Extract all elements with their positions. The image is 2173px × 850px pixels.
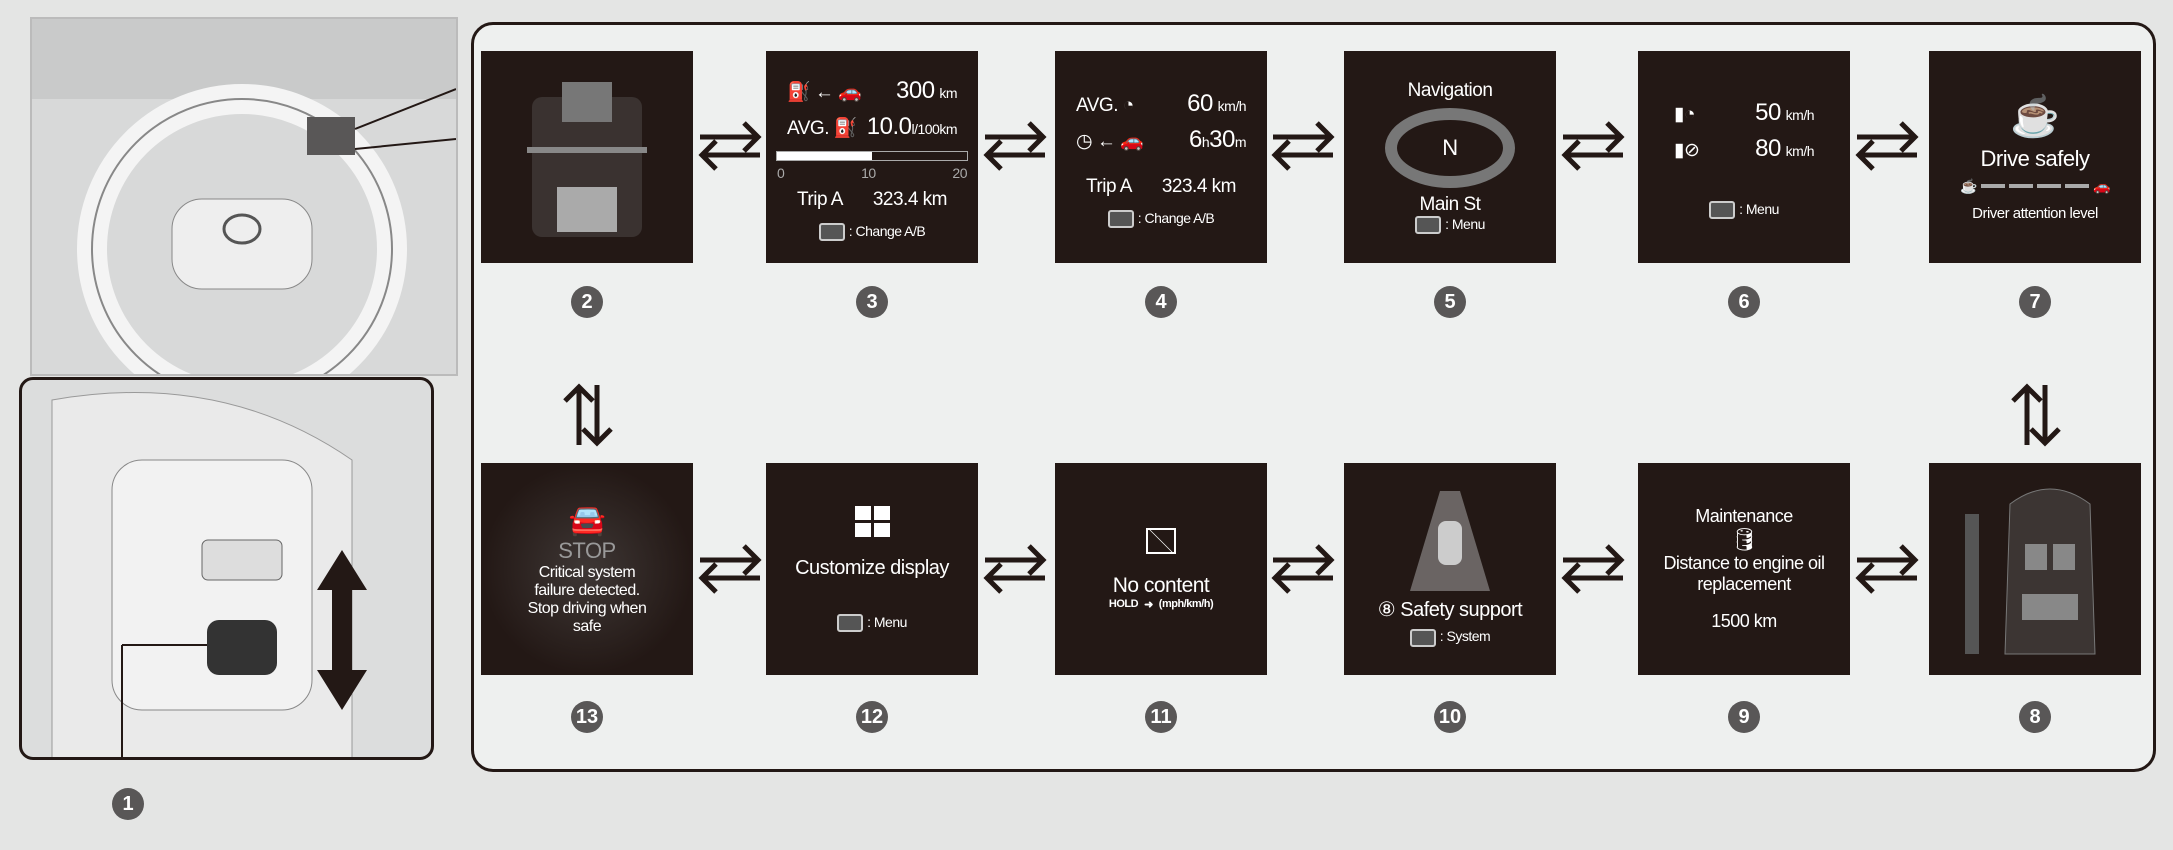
screen-8-seat-belt: [1929, 463, 2141, 675]
screen-number-11: 11: [1145, 701, 1177, 733]
car-icon: 🚘: [568, 503, 606, 537]
screen-number-6: 6: [1728, 286, 1760, 318]
speedometer-icon: ◔: [1122, 94, 1134, 116]
arrow-2-13: [565, 385, 611, 445]
screen-10-safety-support: ⑧ Safety support : System: [1344, 463, 1556, 675]
screen-13-stop: 🚘 STOP Critical system failure detected.…: [481, 463, 693, 675]
layout-grid-icon: [854, 505, 890, 537]
display-cycle-panel: [471, 22, 2156, 772]
switch-icon: [837, 614, 864, 633]
screen-7-drive-safely: ☕ Drive safely ☕🚗 Driver attention level: [1929, 51, 2141, 263]
arrow-13-12: [700, 546, 760, 592]
speed-limit-2-icon: ▮⊘: [1674, 139, 1700, 161]
switch-icon: [1107, 210, 1134, 229]
arrow-3-4: [985, 123, 1045, 169]
screen-5-navigation: Navigation N Main St : Menu: [1344, 51, 1556, 263]
steering-switch-closeup: [19, 377, 434, 760]
screen-number-10: 10: [1434, 701, 1466, 733]
screen-number-3: 3: [856, 286, 888, 318]
fuel-economy-bar: [776, 150, 968, 161]
coffee-cup-icon: ☕: [2010, 94, 2060, 139]
arrow-11-10: [1273, 546, 1333, 592]
arrow-7-8: [2013, 385, 2059, 445]
screen-number-12: 12: [856, 701, 888, 733]
safety-icon: ⑧: [1377, 599, 1396, 622]
fuel-range-icon: ⛽ ← 🚗: [787, 81, 862, 103]
arrow-2-3: [700, 123, 760, 169]
screen-number-8: 8: [2019, 701, 2051, 733]
lane-car-icon: [1410, 491, 1490, 592]
vehicle-chassis-icon: [527, 82, 647, 237]
screen-number-13: 13: [571, 701, 603, 733]
switch-icon: [1415, 216, 1442, 235]
screen-number-5: 5: [1434, 286, 1466, 318]
arrow-12-11: [985, 546, 1045, 592]
screen-6-speed-limit: ▮◔50 km/h ▮⊘80 km/h : Menu: [1638, 51, 1850, 263]
screen-number-9: 9: [1728, 701, 1760, 733]
switch-icon: [1409, 628, 1436, 647]
screen-12-customize: Customize display : Menu: [766, 463, 978, 675]
attention-level-bar: ☕🚗: [1960, 177, 2110, 194]
screen-9-maintenance: Maintenance 🛢 Distance to engine oil rep…: [1638, 463, 1850, 675]
screen-number-4: 4: [1145, 286, 1177, 318]
screen-number-2: 2: [571, 286, 603, 318]
arrow-5-6: [1563, 123, 1623, 169]
no-content-icon: [1146, 527, 1176, 554]
arrow-6-7: [1857, 123, 1917, 169]
screen-number-7: 7: [2019, 286, 2051, 318]
arrow-10-9: [1563, 546, 1623, 592]
callout-1: 1: [112, 788, 144, 820]
steering-wheel-illustration: [30, 17, 458, 376]
arrow-9-8: [1857, 546, 1917, 592]
switch-icon: [818, 223, 845, 242]
speed-limit-1-icon: ▮◔: [1674, 103, 1695, 125]
switch-icon: [1709, 201, 1736, 220]
screen-2-vehicle: [481, 51, 693, 263]
clock-car-icon: ◷ ← 🚗: [1076, 130, 1144, 152]
arrow-4-5: [1273, 123, 1333, 169]
oil-can-icon: 🛢: [1730, 527, 1758, 552]
seat-belt-car-icon: [1965, 488, 2096, 655]
screen-11-no-content: No content HOLD➜(mph/km/h): [1055, 463, 1267, 675]
